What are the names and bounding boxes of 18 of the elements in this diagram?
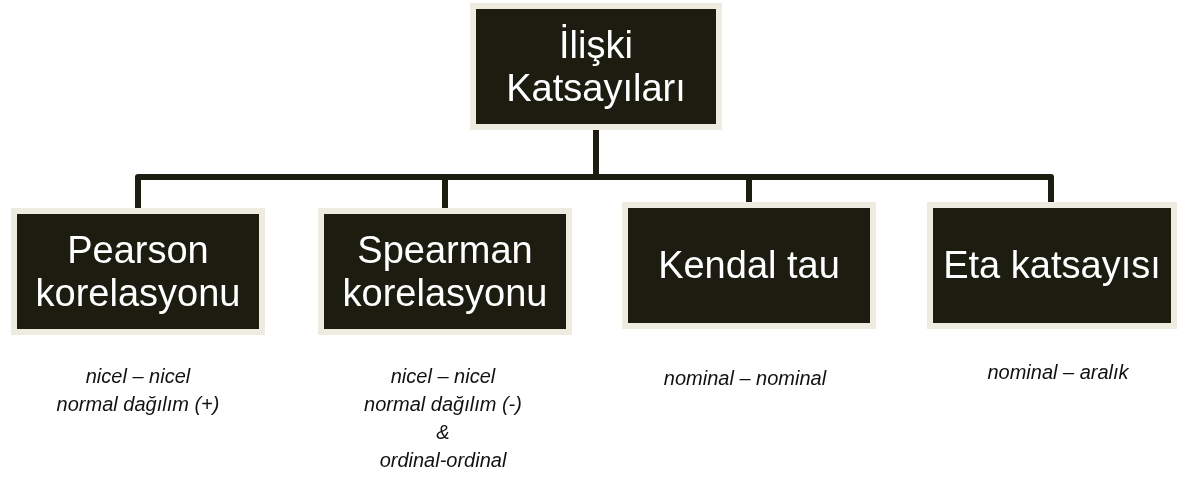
dark-box (318, 208, 572, 335)
note-text: nicel – nicel (84, 364, 192, 389)
note-text: normal dağılım (+) (55, 392, 221, 417)
note-text: normal dağılım (-) (363, 392, 523, 417)
dark-box (622, 202, 876, 329)
dark-box (11, 208, 265, 335)
dark-box (470, 3, 722, 130)
dark-box (927, 202, 1177, 329)
node-title: Kendal tau (658, 244, 840, 287)
note-text: nicel – nicel (389, 364, 497, 389)
note-text: & (435, 420, 451, 445)
node-title: İlişki Katsayıları (505, 23, 687, 110)
note-text: nominal – aralık (986, 360, 1130, 385)
note-text: nominal – nominal (662, 366, 828, 391)
node-title: Spearman korelasyonu (341, 228, 549, 315)
note-text: ordinal-ordinal (378, 448, 508, 473)
node-title: Eta katsayısı (943, 244, 1161, 287)
node-title: Pearson korelasyonu (34, 228, 242, 315)
